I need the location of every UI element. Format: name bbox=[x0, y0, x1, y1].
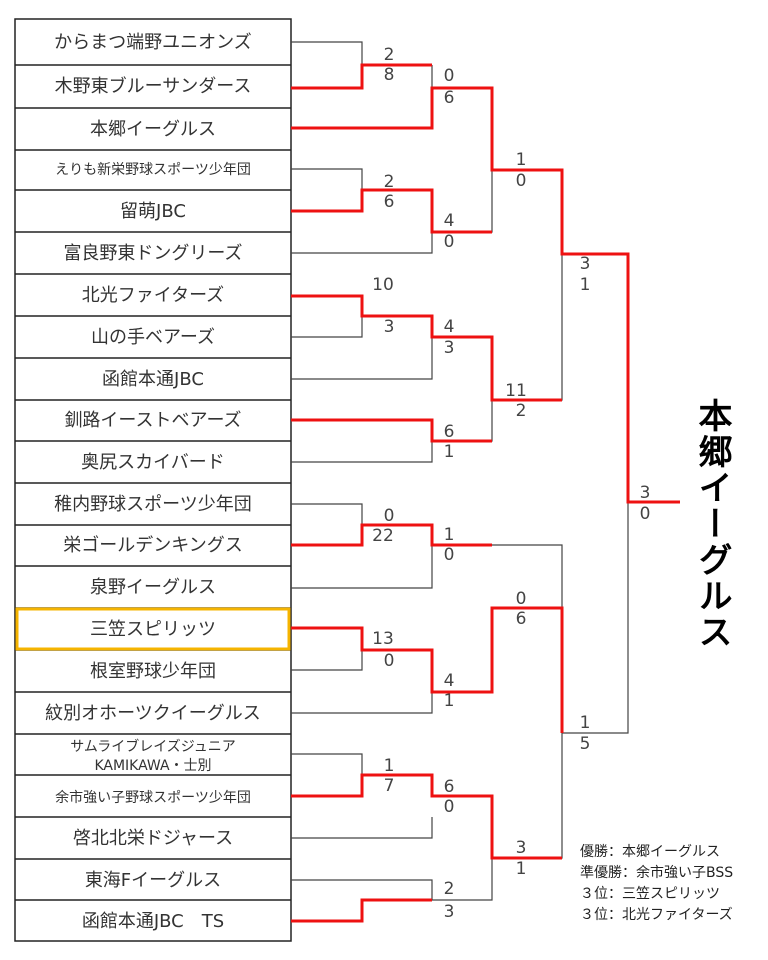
summary-line-4: ３位：北光ファイターズ bbox=[580, 907, 733, 923]
score-final-bottom: 0 bbox=[640, 504, 651, 524]
score-r1-a-bottom: 8 bbox=[384, 65, 395, 85]
score-qf-c-bottom: 6 bbox=[516, 609, 527, 629]
score-final-top: 3 bbox=[640, 483, 651, 503]
score-r1-d-bottom: 22 bbox=[372, 526, 394, 546]
summary-line-2: 準優勝：余市強い子BSS bbox=[580, 864, 733, 881]
score-qf-d-top: 3 bbox=[516, 838, 527, 858]
team-name: えりも新栄野球スポーツ少年団 bbox=[55, 162, 251, 178]
team-name: 紋別オホーツクイーグルス bbox=[45, 703, 261, 724]
score-r1-d-top: 0 bbox=[384, 506, 395, 526]
score-r2-h-bottom: 3 bbox=[444, 902, 455, 922]
score-qf-a-top: 1 bbox=[516, 150, 527, 170]
team-name: 山の手ベアーズ bbox=[91, 327, 215, 348]
score-sf-b-bottom: 5 bbox=[580, 734, 591, 754]
score-r2-g-bottom: 0 bbox=[444, 797, 455, 817]
team-name: 啓北北栄ドジャース bbox=[73, 828, 233, 849]
score-r1-b-top: 2 bbox=[384, 172, 395, 192]
score-r2-a-bottom: 6 bbox=[444, 88, 455, 108]
team-list-frame bbox=[14, 18, 292, 942]
score-r2-f-bottom: 1 bbox=[444, 691, 455, 711]
team-name: 留萌JBC bbox=[120, 201, 186, 222]
team-name: 北光ファイターズ bbox=[82, 285, 224, 306]
score-r2-e-top: 1 bbox=[444, 525, 455, 545]
team-name: 東海Fイーグルス bbox=[85, 870, 221, 891]
score-r2-h-top: 2 bbox=[444, 879, 455, 899]
score-r1-e-top: 13 bbox=[372, 629, 394, 649]
team-name: KAMIKAWA・士別 bbox=[94, 758, 211, 774]
win-lines bbox=[291, 63, 680, 923]
score-sf-a-top: 3 bbox=[580, 254, 591, 274]
team-name: 稚内野球スポーツ少年団 bbox=[54, 494, 252, 515]
team-name: サムライブレイズジュニア bbox=[70, 738, 236, 755]
score-qf-c-top: 0 bbox=[516, 589, 527, 609]
team-name: 余市強い子野球スポーツ少年団 bbox=[55, 789, 251, 806]
score-r1-e-bottom: 0 bbox=[384, 651, 395, 671]
score-r2-e-bottom: 0 bbox=[444, 545, 455, 565]
team-name: 泉野イーグルス bbox=[90, 577, 216, 598]
score-r1-c-bottom: 3 bbox=[384, 317, 395, 337]
team-name: 栄ゴールデンキングス bbox=[63, 535, 242, 556]
score-r1-b-bottom: 6 bbox=[384, 192, 395, 212]
team-name: 函館本通JBC TS bbox=[82, 911, 224, 932]
score-qf-b-bottom: 2 bbox=[516, 401, 527, 421]
score-r2-d-bottom: 1 bbox=[444, 442, 455, 462]
scores: 2 8 2 6 10 3 0 22 13 0 1 7 0 6 4 0 4 3 6… bbox=[372, 45, 650, 922]
score-r1-f-top: 1 bbox=[384, 756, 395, 776]
score-r1-c-top: 10 bbox=[372, 275, 394, 295]
score-r2-c-bottom: 3 bbox=[444, 338, 455, 358]
team-list bbox=[14, 18, 292, 942]
team-name: 函館本通JBC bbox=[102, 369, 204, 390]
team-name: 三笠スピリッツ bbox=[90, 619, 216, 640]
loss-lines bbox=[291, 41, 629, 901]
score-r2-b-top: 4 bbox=[444, 211, 455, 231]
team-name: 本郷イーグルス bbox=[90, 119, 216, 140]
champion-name: 本郷イーグルス bbox=[692, 398, 732, 650]
score-qf-d-bottom: 1 bbox=[516, 859, 527, 879]
score-r2-f-top: 4 bbox=[444, 671, 455, 691]
score-r2-b-bottom: 0 bbox=[444, 232, 455, 252]
team-name: 根室野球少年団 bbox=[90, 661, 216, 682]
score-r1-f-bottom: 7 bbox=[384, 776, 395, 796]
team-name: 奥尻スカイバード bbox=[81, 452, 225, 473]
team-name: からまつ端野ユニオンズ bbox=[54, 32, 252, 53]
score-r2-a-top: 0 bbox=[444, 66, 455, 86]
score-r1-a-top: 2 bbox=[384, 45, 395, 65]
score-sf-a-bottom: 1 bbox=[580, 275, 591, 295]
results-summary: 優勝：本郷イーグルス 準優勝：余市強い子BSS ３位：三笠スピリッツ ３位：北光… bbox=[580, 844, 733, 923]
score-r2-d-top: 6 bbox=[444, 422, 455, 442]
score-qf-b-top: 11 bbox=[505, 381, 527, 401]
score-qf-a-bottom: 0 bbox=[516, 171, 527, 191]
team-names: からまつ端野ユニオンズ 木野東ブルーサンダース 本郷イーグルス えりも新栄野球ス… bbox=[45, 32, 261, 932]
team-name: 釧路イーストベアーズ bbox=[64, 410, 241, 431]
summary-line-3: ３位：三笠スピリッツ bbox=[580, 886, 720, 902]
summary-line-1: 優勝：本郷イーグルス bbox=[580, 844, 720, 860]
score-sf-b-top: 1 bbox=[580, 713, 591, 733]
highlight-box-mikasa bbox=[15, 607, 291, 651]
team-name: 富良野東ドングリーズ bbox=[63, 243, 242, 264]
score-r2-c-top: 4 bbox=[444, 317, 455, 337]
team-name: 木野東ブルーサンダース bbox=[55, 75, 252, 97]
score-r2-g-top: 6 bbox=[444, 777, 455, 797]
